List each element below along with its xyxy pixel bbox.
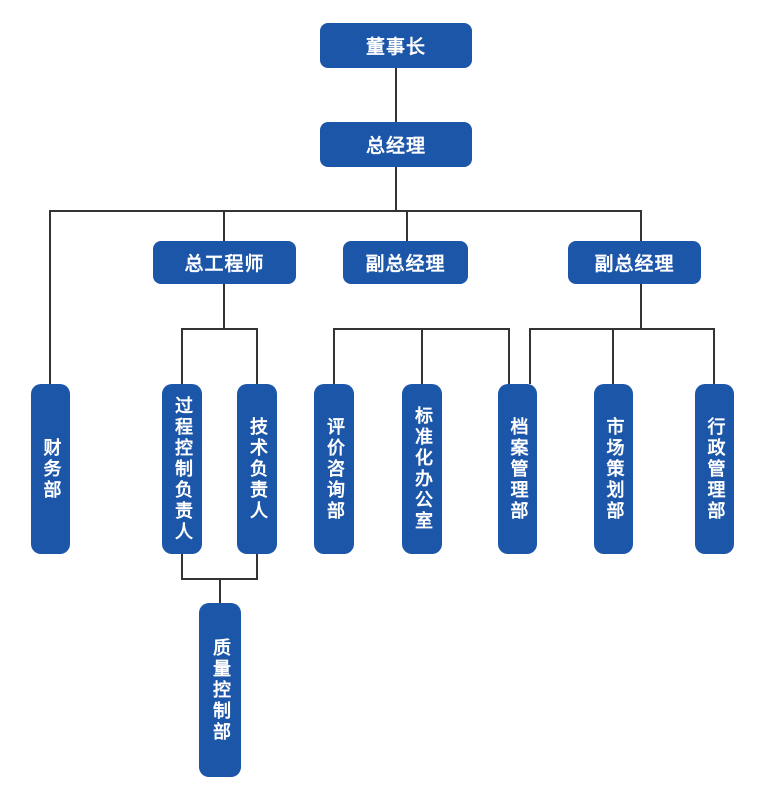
connector-line (508, 328, 510, 384)
connector-line (181, 328, 258, 330)
connector-line (713, 328, 715, 384)
connector-line (256, 328, 258, 384)
node-market-planning-dept: 市场策划部 (594, 384, 633, 554)
node-archives-management-dept: 档案管理部 (498, 384, 537, 554)
node-chief-engineer: 总工程师 (153, 241, 296, 284)
node-general-manager: 总经理 (320, 122, 472, 167)
connector-line (395, 167, 397, 211)
connector-line (219, 578, 221, 603)
connector-line (406, 210, 408, 241)
connector-line (50, 210, 642, 212)
node-standardization-office: 标准化办公室 (402, 384, 442, 554)
connector-line (181, 328, 183, 384)
node-finance-dept: 财务部 (31, 384, 70, 554)
connector-line (333, 328, 335, 384)
connector-line (612, 328, 614, 384)
node-deputy-gm-2: 副总经理 (568, 241, 701, 284)
connector-line (529, 328, 715, 330)
connector-line (395, 68, 397, 122)
node-quality-control-dept: 质量控制部 (199, 603, 241, 777)
node-admin-management-dept: 行政管理部 (695, 384, 734, 554)
connector-line (49, 210, 51, 384)
connector-line (640, 284, 642, 330)
connector-line (256, 554, 258, 580)
connector-line (421, 328, 423, 384)
node-evaluation-consulting-dept: 评价咨询部 (314, 384, 354, 554)
connector-line (640, 210, 642, 241)
node-deputy-gm-1: 副总经理 (343, 241, 468, 284)
node-technical-lead: 技术负责人 (237, 384, 277, 554)
node-process-control-lead: 过程控制负责人 (162, 384, 202, 554)
connector-line (223, 284, 225, 330)
connector-line (181, 554, 183, 580)
connector-line (529, 328, 531, 384)
connector-line (223, 210, 225, 241)
node-chairman: 董事长 (320, 23, 472, 68)
